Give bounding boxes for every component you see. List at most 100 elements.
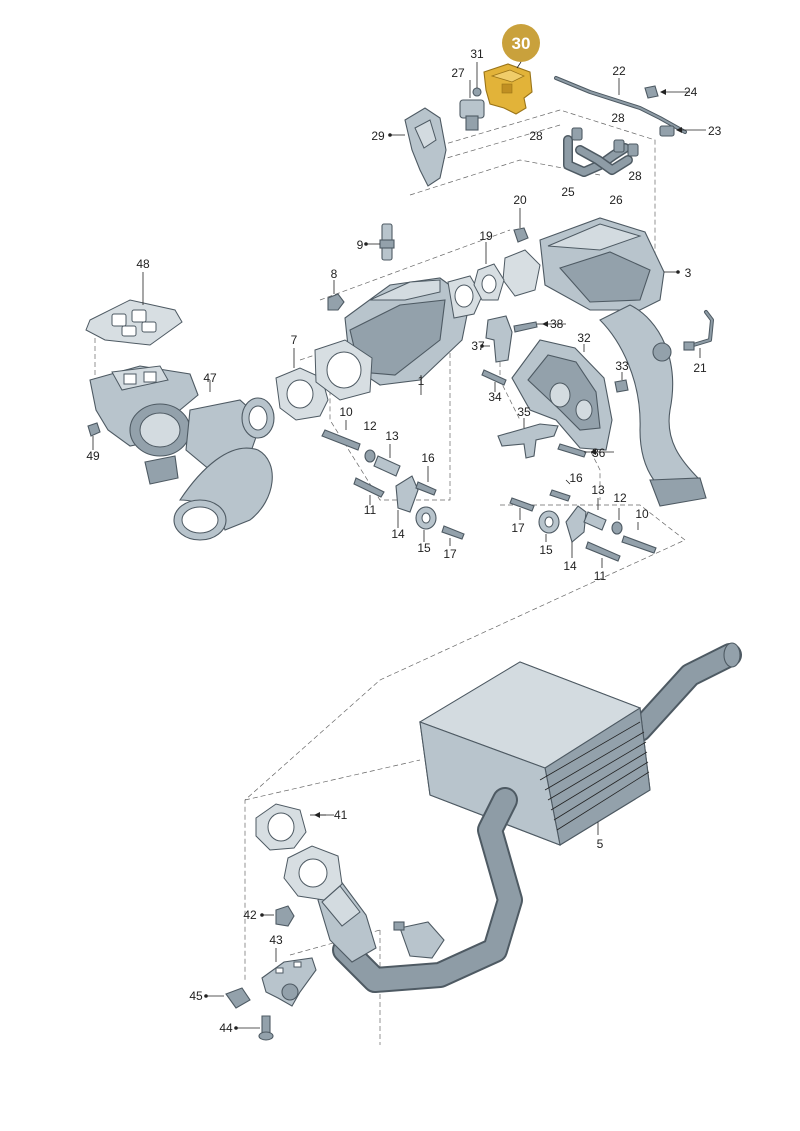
bolt-33[interactable] <box>614 372 629 393</box>
gasket-7[interactable] <box>275 348 329 421</box>
label-45: 45 <box>189 989 203 1003</box>
label-28a: 28 <box>611 111 625 125</box>
sensor-9[interactable] <box>366 223 395 261</box>
nut-49[interactable] <box>87 422 101 450</box>
label-20: 20 <box>513 193 527 207</box>
gasket-48[interactable] <box>85 272 183 346</box>
clamp-14-left[interactable] <box>395 475 419 528</box>
part-30-callout-badge[interactable]: 30 <box>502 24 540 69</box>
clamp-14-right[interactable] <box>565 505 587 558</box>
sensor-21[interactable] <box>683 310 714 358</box>
bolt-16-right[interactable] <box>549 479 571 502</box>
label-10a: 10 <box>339 405 353 419</box>
label-49: 49 <box>86 449 100 463</box>
label-34: 34 <box>488 390 502 404</box>
label-15b: 15 <box>539 543 553 557</box>
label-17a: 17 <box>443 547 457 561</box>
label-16b: 16 <box>569 471 583 485</box>
label-22: 22 <box>612 64 626 78</box>
sensor-27[interactable] <box>459 80 485 131</box>
label-14b: 14 <box>563 559 577 573</box>
bolt-31[interactable] <box>472 62 482 97</box>
label-11b: 11 <box>594 569 607 583</box>
label-48: 48 <box>136 257 150 271</box>
particulate-filter-3[interactable] <box>502 217 707 507</box>
bolt-16-left[interactable] <box>415 466 437 496</box>
bolt-44[interactable] <box>236 1015 274 1041</box>
bolt-10-left[interactable] <box>321 420 361 451</box>
label-33: 33 <box>615 359 629 373</box>
bolt-17-left[interactable] <box>441 525 465 546</box>
label-14a: 14 <box>391 527 405 541</box>
bolt-17-right[interactable] <box>509 497 535 520</box>
label-29: 29 <box>371 129 385 143</box>
label-1: 1 <box>418 374 425 388</box>
bracket-29[interactable] <box>390 107 447 187</box>
label-7: 7 <box>291 333 298 347</box>
nut-8[interactable] <box>327 280 345 311</box>
label-3: 3 <box>685 266 692 280</box>
washer-12-right[interactable] <box>611 508 623 535</box>
bolt-11-right[interactable] <box>585 541 621 568</box>
label-8: 8 <box>331 267 338 281</box>
label-11a: 11 <box>364 503 377 517</box>
label-13a: 13 <box>385 429 399 443</box>
front-pipe-assembly[interactable] <box>317 787 523 993</box>
label-27: 27 <box>451 66 465 80</box>
nut-42[interactable] <box>262 905 295 927</box>
part-30-highlighted-bracket[interactable] <box>483 63 533 115</box>
pipe-flange[interactable] <box>283 845 343 901</box>
rear-muffler-5[interactable] <box>418 642 742 846</box>
label-42: 42 <box>243 908 257 922</box>
gasket-19[interactable] <box>473 242 505 301</box>
heat-shield-32[interactable] <box>511 339 613 451</box>
label-12b: 12 <box>613 491 627 505</box>
label-21: 21 <box>693 361 707 375</box>
label-28b: 28 <box>529 129 543 143</box>
label-13b: 13 <box>591 483 605 497</box>
bracket-35[interactable] <box>497 418 559 459</box>
label-15a: 15 <box>417 541 431 555</box>
label-28c: 28 <box>628 169 642 183</box>
flange-gasket-41[interactable] <box>255 803 326 851</box>
bolt-34[interactable] <box>481 369 507 392</box>
label-44: 44 <box>219 1021 233 1035</box>
label-10b: 10 <box>635 507 649 521</box>
bolt-38[interactable] <box>513 321 548 333</box>
bracket-43[interactable] <box>261 948 317 1007</box>
label-35: 35 <box>517 405 531 419</box>
pipe-end-23[interactable] <box>659 125 675 137</box>
bracket-37[interactable] <box>482 315 513 363</box>
label-38: 38 <box>550 317 564 331</box>
part-number-30: 30 <box>512 34 531 53</box>
turbocharger-47[interactable] <box>89 365 275 541</box>
bolt-36[interactable] <box>557 443 590 458</box>
nut-20[interactable] <box>513 208 529 243</box>
bushing-15-right[interactable] <box>538 510 560 542</box>
pressure-pipe-22[interactable] <box>554 76 687 134</box>
label-26: 26 <box>609 193 623 207</box>
bushing-15-left[interactable] <box>415 506 437 542</box>
label-23: 23 <box>708 124 722 138</box>
clamp-28[interactable] <box>571 127 639 157</box>
label-12a: 12 <box>363 419 377 433</box>
bolt-11-left[interactable] <box>353 477 385 505</box>
spring-13-left[interactable] <box>373 444 401 477</box>
label-25: 25 <box>561 185 575 199</box>
label-5: 5 <box>597 837 604 851</box>
spring-13-right[interactable] <box>583 498 607 531</box>
label-9: 9 <box>357 238 364 252</box>
clip-45[interactable] <box>206 987 251 1009</box>
label-36: 36 <box>592 446 606 460</box>
label-24: 24 <box>684 85 698 99</box>
label-19: 19 <box>479 229 493 243</box>
catalytic-converter-1[interactable] <box>314 275 483 401</box>
washer-12-left[interactable] <box>364 449 376 463</box>
bolt-10-right[interactable] <box>621 522 657 554</box>
label-31: 31 <box>470 47 484 61</box>
label-37: 37 <box>471 339 485 353</box>
label-16a: 16 <box>421 451 435 465</box>
nut-24[interactable] <box>644 85 659 99</box>
hose-25-26[interactable] <box>563 135 633 177</box>
part-number-labels: 31 27 29 22 24 23 28 28 28 25 26 20 19 9… <box>86 47 721 1035</box>
